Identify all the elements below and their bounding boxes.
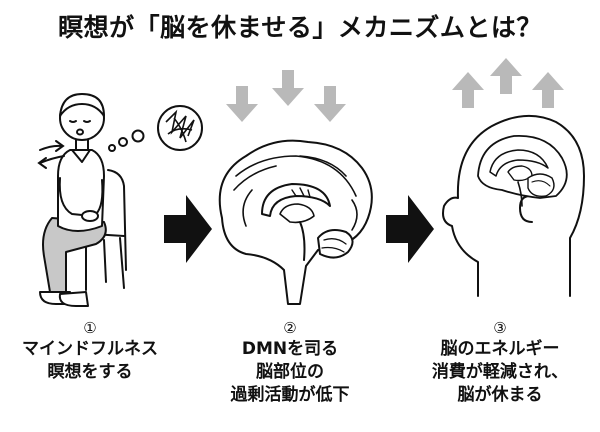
step-1: ① マインドフルネス 瞑想をする bbox=[0, 318, 180, 384]
step-3-number: ③ bbox=[493, 319, 507, 337]
person-meditating-icon bbox=[39, 93, 127, 307]
step-1-line-1: マインドフルネス bbox=[22, 339, 158, 359]
step-2-number: ② bbox=[283, 319, 297, 337]
step-1-line-2: 瞑想をする bbox=[47, 362, 133, 382]
page-title: 瞑想が「脳を休ませる」メカニズムとは？ bbox=[58, 13, 542, 42]
head-silhouette-icon bbox=[442, 114, 585, 297]
step-3: ③ 脳のエネルギー 消費が軽減され、 脳が休まる bbox=[410, 318, 590, 407]
brain-side-view-icon bbox=[218, 139, 373, 305]
next-step-arrow-icon-2 bbox=[386, 195, 434, 263]
step-3-line-1: 脳のエネルギー bbox=[440, 339, 560, 359]
step-3-line-3: 脳が休まる bbox=[457, 385, 543, 405]
step-3-line-2: 消費が軽減され、 bbox=[431, 362, 569, 382]
down-arrows-icon bbox=[226, 70, 346, 122]
step-2-line-2: 脳部位の bbox=[256, 362, 324, 382]
step-1-number: ① bbox=[83, 319, 97, 337]
thought-bubble-scribble-icon bbox=[108, 105, 203, 152]
up-arrows-icon bbox=[452, 58, 564, 108]
step-2-line-3: 過剰活動が低下 bbox=[230, 385, 350, 405]
step-2: ② DMNを司る 脳部位の 過剰活動が低下 bbox=[200, 318, 380, 407]
step-2-line-1: DMNを司る bbox=[241, 339, 339, 359]
next-step-arrow-icon bbox=[164, 195, 212, 263]
breath-arrows-icon bbox=[37, 140, 65, 169]
